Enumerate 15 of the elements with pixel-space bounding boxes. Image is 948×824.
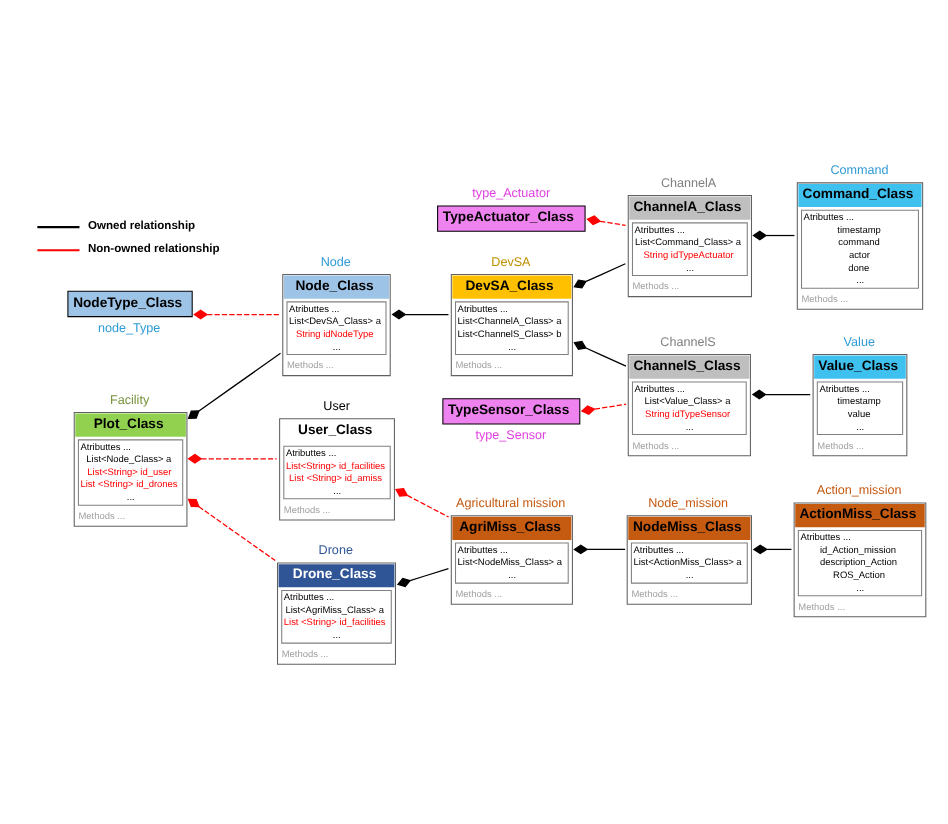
connector	[585, 214, 626, 225]
connector	[579, 402, 626, 415]
connector	[751, 229, 795, 240]
connector	[186, 452, 277, 463]
connector	[750, 388, 810, 399]
connector	[186, 497, 275, 561]
connector	[572, 339, 626, 366]
connector	[390, 308, 449, 319]
connector	[186, 351, 281, 418]
connector	[572, 543, 625, 554]
connector	[394, 487, 449, 517]
connector	[395, 567, 449, 587]
connector	[572, 262, 625, 288]
connector	[192, 308, 281, 319]
connector	[751, 543, 792, 554]
